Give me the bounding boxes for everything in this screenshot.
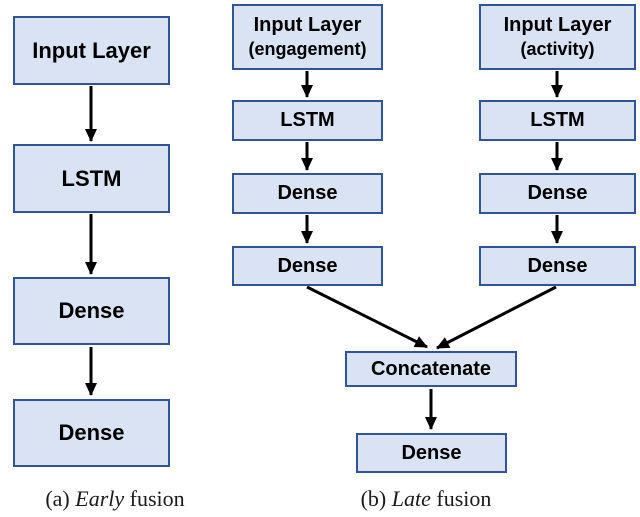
arrow-engagement-dense2-to-concatenate bbox=[306, 285, 428, 349]
late-activity-dense1-node: Dense bbox=[479, 173, 636, 214]
caption-prefix: (b) bbox=[360, 486, 387, 511]
caption-late-fusion: (b) Late fusion bbox=[331, 486, 521, 512]
node-label: LSTM bbox=[530, 109, 585, 131]
late-final-dense-node: Dense bbox=[356, 433, 507, 473]
node-sublabel: (activity) bbox=[520, 39, 595, 60]
caption-suffix: fusion bbox=[129, 486, 185, 511]
early-dense2-node: Dense bbox=[13, 399, 170, 467]
caption-prefix: (a) bbox=[45, 486, 70, 511]
node-sublabel: (engagement) bbox=[248, 39, 367, 60]
early-input-layer-node: Input Layer bbox=[13, 16, 170, 85]
late-activity-lstm-node: LSTM bbox=[479, 100, 636, 141]
node-label: LSTM bbox=[61, 165, 122, 191]
arrow-activity-dense2-to-concatenate bbox=[436, 285, 557, 350]
node-label: Dense bbox=[58, 298, 125, 324]
node-label: Dense bbox=[277, 254, 338, 277]
node-label: Dense bbox=[277, 182, 338, 204]
late-concatenate-node: Concatenate bbox=[345, 351, 517, 387]
node-label: Input Layer bbox=[253, 14, 362, 37]
early-dense1-node: Dense bbox=[13, 277, 170, 345]
caption-suffix: fusion bbox=[436, 486, 492, 511]
late-engagement-lstm-node: LSTM bbox=[232, 100, 383, 141]
node-label: LSTM bbox=[280, 109, 335, 131]
node-label: Dense bbox=[58, 420, 125, 446]
caption-italic-word: Early bbox=[75, 486, 125, 511]
node-label: Input Layer bbox=[503, 14, 612, 37]
node-label: Dense bbox=[527, 254, 588, 277]
node-label: Dense bbox=[401, 441, 462, 464]
late-engagement-dense2-node: Dense bbox=[232, 246, 383, 286]
early-lstm-node: LSTM bbox=[13, 144, 170, 213]
node-label: Input Layer bbox=[32, 37, 151, 63]
caption-italic-word: Late bbox=[391, 486, 431, 511]
late-engagement-input-layer-node: Input Layer (engagement) bbox=[232, 4, 383, 70]
node-label: Dense bbox=[527, 182, 588, 204]
node-label: Concatenate bbox=[370, 357, 492, 380]
late-engagement-dense1-node: Dense bbox=[232, 173, 383, 214]
caption-early-fusion: (a) Early fusion bbox=[15, 486, 215, 512]
late-activity-input-layer-node: Input Layer (activity) bbox=[479, 4, 636, 70]
late-activity-dense2-node: Dense bbox=[479, 246, 636, 286]
